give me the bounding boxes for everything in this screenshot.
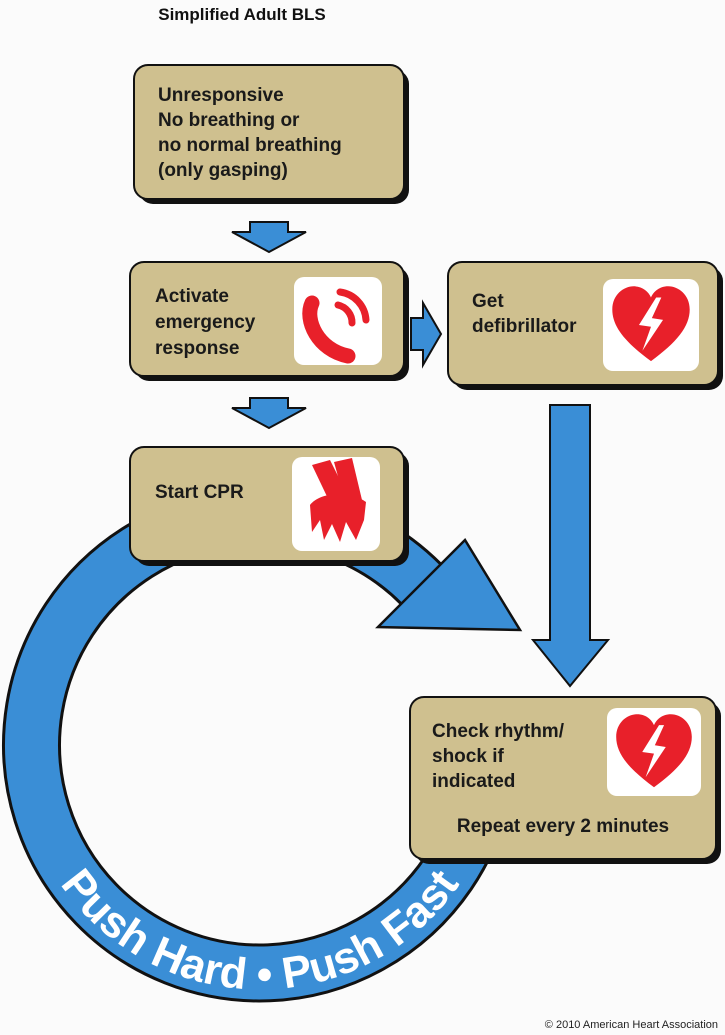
cpr-hands-icon <box>310 458 366 542</box>
step-text: shock if <box>432 746 504 767</box>
copyright: © 2010 American Heart Association <box>545 1019 718 1031</box>
step-activate-emergency: Activate emergency response <box>129 261 409 381</box>
step-text: Start CPR <box>155 482 244 503</box>
step-text: no normal breathing <box>158 135 342 156</box>
step-text: Get <box>472 291 504 312</box>
arrow-defib-to-rhythm <box>530 404 611 688</box>
step-text: (only gasping) <box>158 160 288 181</box>
step-check-rhythm: Check rhythm/ shock if indicated Repeat … <box>409 696 721 864</box>
step-get-defibrillator: Get defibrillator <box>447 261 723 390</box>
step-text: Activate <box>155 286 229 307</box>
repeat-note: Repeat every 2 minutes <box>457 816 669 837</box>
arrow-down-2 <box>231 397 307 430</box>
step-text: No breathing or <box>158 110 300 131</box>
step-text: emergency <box>155 312 256 333</box>
step-text: Unresponsive <box>158 85 284 106</box>
step-text: defibrillator <box>472 316 577 337</box>
loop-arrowhead <box>375 537 523 632</box>
diagram-title: Simplified Adult BLS <box>158 5 325 24</box>
step-unresponsive: Unresponsive No breathing or no normal b… <box>133 64 409 204</box>
step-text: indicated <box>432 771 515 792</box>
arrow-right <box>410 299 443 369</box>
step-start-cpr: Start CPR <box>129 446 409 566</box>
phone-icon <box>302 288 370 364</box>
step-text: Check rhythm/ <box>432 721 565 742</box>
step-text: response <box>155 338 239 359</box>
arrow-down-1 <box>231 221 307 254</box>
